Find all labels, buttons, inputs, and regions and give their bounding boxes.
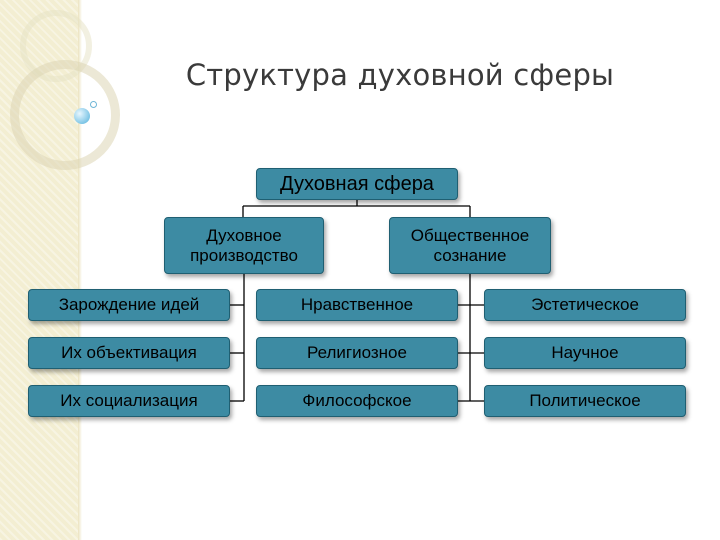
leaf-node: Религиозное bbox=[256, 337, 458, 369]
leaf-node: Философское bbox=[256, 385, 458, 417]
leaf-node: Эстетическое bbox=[484, 289, 686, 321]
leaf-node: Их социализация bbox=[28, 385, 230, 417]
category-node-social-consciousness: Общественное сознание bbox=[389, 217, 551, 274]
leaf-node: Научное bbox=[484, 337, 686, 369]
root-node: Духовная сфера bbox=[256, 168, 458, 200]
category-label: Духовное производство bbox=[165, 226, 323, 266]
leaf-node: Нравственное bbox=[256, 289, 458, 321]
category-label: Общественное сознание bbox=[390, 226, 550, 266]
leaf-node: Зарождение идей bbox=[28, 289, 230, 321]
leaf-node: Политическое bbox=[484, 385, 686, 417]
leaf-node: Их объективация bbox=[28, 337, 230, 369]
category-node-spiritual-production: Духовное производство bbox=[164, 217, 324, 274]
